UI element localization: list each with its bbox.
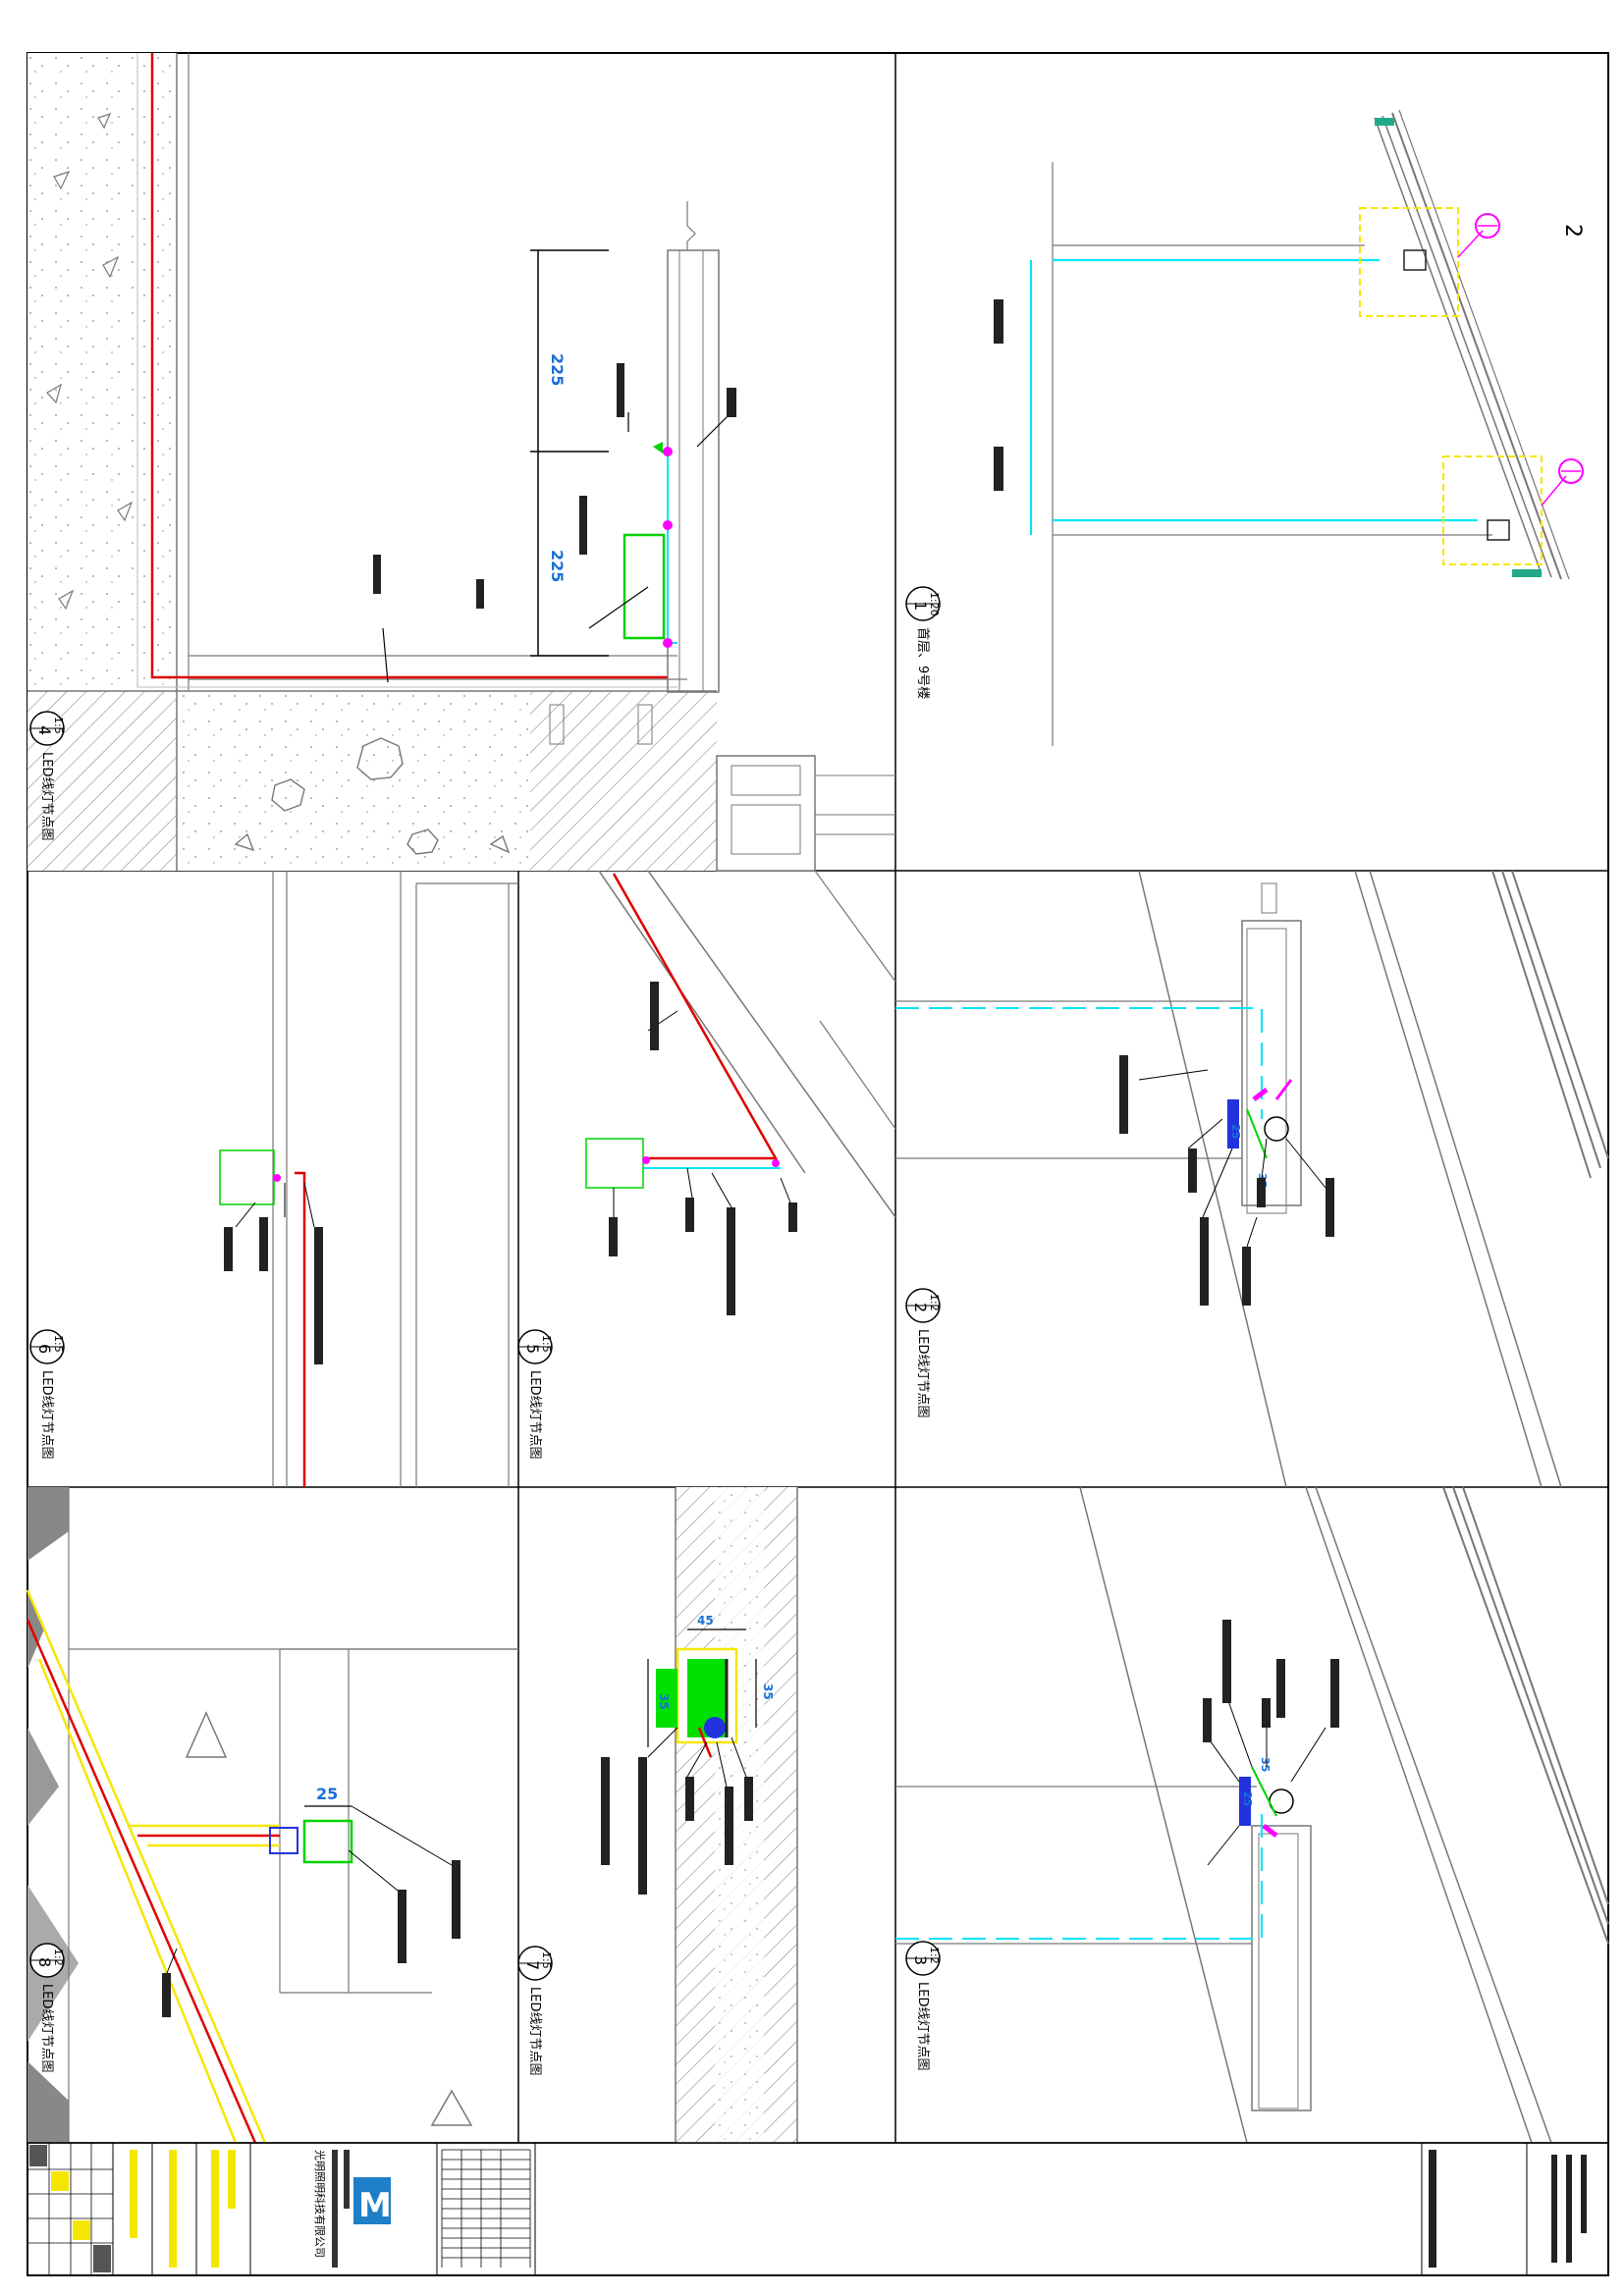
detail-4-number: 4: [35, 725, 54, 735]
detail-8-number: 8: [35, 1957, 54, 1967]
detail-5-drawing: [585, 870, 896, 1315]
detail-1-drawing: 2: [994, 109, 1585, 746]
dim-2-a: 25: [1229, 1124, 1242, 1139]
detail-3-scale: 1:2: [928, 1947, 941, 1964]
company-logo-letter: M: [358, 2186, 392, 2225]
detail-label-5: 5 1:5 LED线灯节点图: [517, 1329, 553, 1459]
detail-6-number: 6: [35, 1344, 54, 1354]
detail-7-title: LED线灯节点图: [527, 1987, 542, 2075]
sheet-border: [27, 52, 1609, 2276]
detail-3-number: 3: [911, 1955, 930, 1965]
detail-2-scale: 1:2: [928, 1294, 941, 1311]
detail-5-scale: 1:5: [540, 1335, 553, 1353]
detail-3-title: LED线灯节点图: [915, 1982, 930, 2070]
company-name: 光明照明科技有限公司: [313, 2150, 327, 2258]
detail-4-scale: 1:5: [52, 717, 65, 734]
detail-label-1: 1 1:20 首层、9号楼: [905, 586, 941, 699]
dim-8-width: 25: [316, 1785, 338, 1803]
detail-8-title: LED线灯节点图: [39, 1984, 54, 2072]
detail-6-drawing: [219, 871, 518, 1487]
detail-3-drawing: 25 35: [895, 1486, 1609, 2144]
page-number: 2: [1560, 224, 1585, 238]
detail-label-7: 7 1:5 LED线灯节点图: [517, 1946, 553, 2075]
detail-7-drawing: 45 35 35: [601, 1487, 798, 2143]
detail-7-scale: 1:5: [540, 1951, 553, 1969]
detail-6-scale: 1:5: [52, 1335, 65, 1353]
panel-frames: [27, 53, 1608, 2144]
detail-1-number: 1: [911, 601, 930, 611]
detail-6-title: LED线灯节点图: [39, 1370, 54, 1459]
detail-label-3: 3 1:2 LED线灯节点图: [905, 1941, 941, 2070]
dim-4-lower: 225: [548, 550, 567, 582]
dim-3-a: 25: [1241, 1791, 1254, 1806]
detail-5-title: LED线灯节点图: [527, 1370, 542, 1459]
detail-2-number: 2: [911, 1303, 930, 1312]
detail-2-title: LED线灯节点图: [915, 1329, 930, 1417]
detail-5-number: 5: [523, 1344, 542, 1354]
detail-8-drawing: 25: [26, 1487, 518, 2144]
detail-label-6: 6 1:5 LED线灯节点图: [29, 1329, 65, 1459]
detail-8-scale: 1:2: [52, 1949, 65, 1966]
detail-1-title: 首层、9号楼: [915, 627, 930, 699]
dim-4-upper: 225: [548, 353, 567, 386]
detail-2-drawing: 25 35: [895, 870, 1609, 1488]
detail-7-number: 7: [523, 1960, 542, 1970]
detail-4-title: LED线灯节点图: [39, 752, 54, 840]
detail-label-4: 4 1:5 LED线灯节点图: [29, 711, 65, 840]
detail-1-scale: 1:20: [928, 592, 941, 616]
dim-3-b: 35: [1259, 1757, 1272, 1772]
company-logo: M: [353, 2177, 392, 2225]
dim-7-b: 35: [657, 1693, 671, 1710]
dim-7-c: 35: [761, 1683, 775, 1700]
detail-label-2: 2 1:2 LED线灯节点图: [905, 1288, 941, 1417]
dim-7-a: 45: [697, 1614, 714, 1628]
detail-4-drawing: 225 225: [27, 53, 895, 872]
detail-label-8: 8 1:2 LED线灯节点图: [29, 1943, 65, 2072]
title-block: 光明照明科技有限公司 M: [27, 2142, 1608, 2275]
